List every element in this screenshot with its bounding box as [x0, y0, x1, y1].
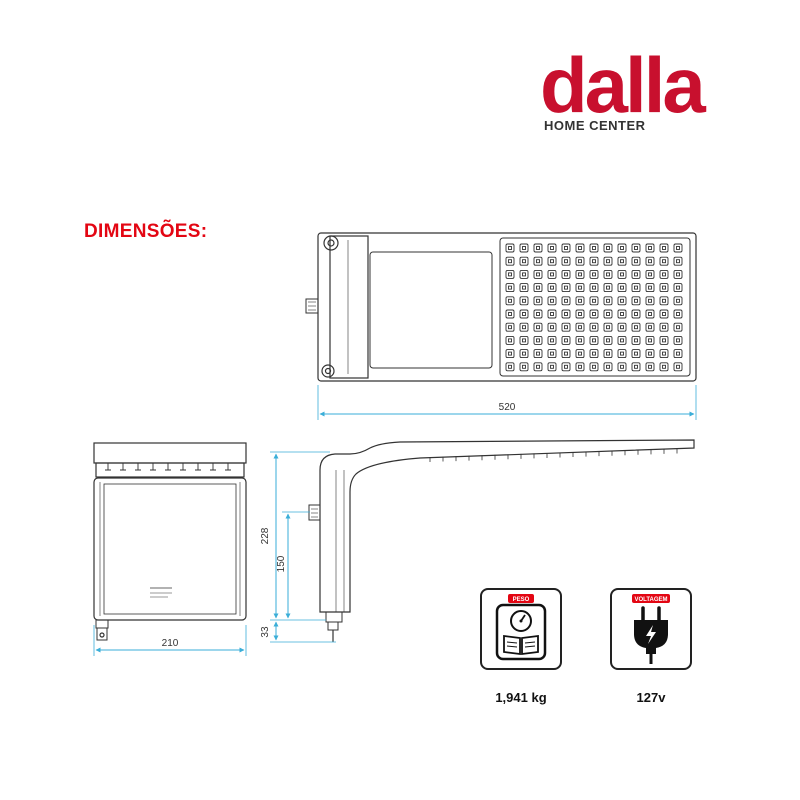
dimension-label-33: 33: [260, 626, 271, 638]
voltage-label: VOLTAGEM: [634, 597, 667, 603]
scale-icon: PESO: [495, 594, 547, 661]
dimension-width-top: 520: [317, 385, 697, 420]
dimension-label-150: 150: [276, 555, 287, 572]
logo-tagline: HOME CENTER: [544, 118, 646, 133]
nozzle-grid: [505, 243, 683, 372]
voltage-card: VOLTAGEM: [610, 588, 692, 670]
front-view: [93, 442, 247, 641]
weight-card: PESO: [480, 588, 562, 670]
dalla-logo: dalla HOME CENTER: [540, 41, 760, 138]
front-nozzle-row: [105, 463, 231, 471]
top-view: [305, 232, 697, 382]
dimension-width-front: 210: [93, 625, 247, 656]
page-title: DIMENSÕES:: [84, 221, 208, 242]
logo-wordmark: dalla: [540, 48, 706, 129]
dalla-logo-graphic: dalla HOME CENTER: [540, 41, 709, 133]
weight-label: PESO: [513, 597, 530, 603]
voltage-value: 127v: [636, 690, 666, 705]
plug-icon: VOLTAGEM: [632, 594, 670, 664]
side-nozzle-row: [429, 448, 678, 462]
dimension-heights: 228 150 33: [260, 451, 336, 643]
side-view: [308, 439, 695, 642]
dimension-label-228: 228: [260, 527, 271, 544]
dimension-label-520: 520: [499, 402, 516, 413]
dimension-label-210: 210: [162, 638, 179, 649]
logo-tagline-bg: [544, 116, 662, 132]
weight-value: 1,941 kg: [495, 690, 547, 705]
